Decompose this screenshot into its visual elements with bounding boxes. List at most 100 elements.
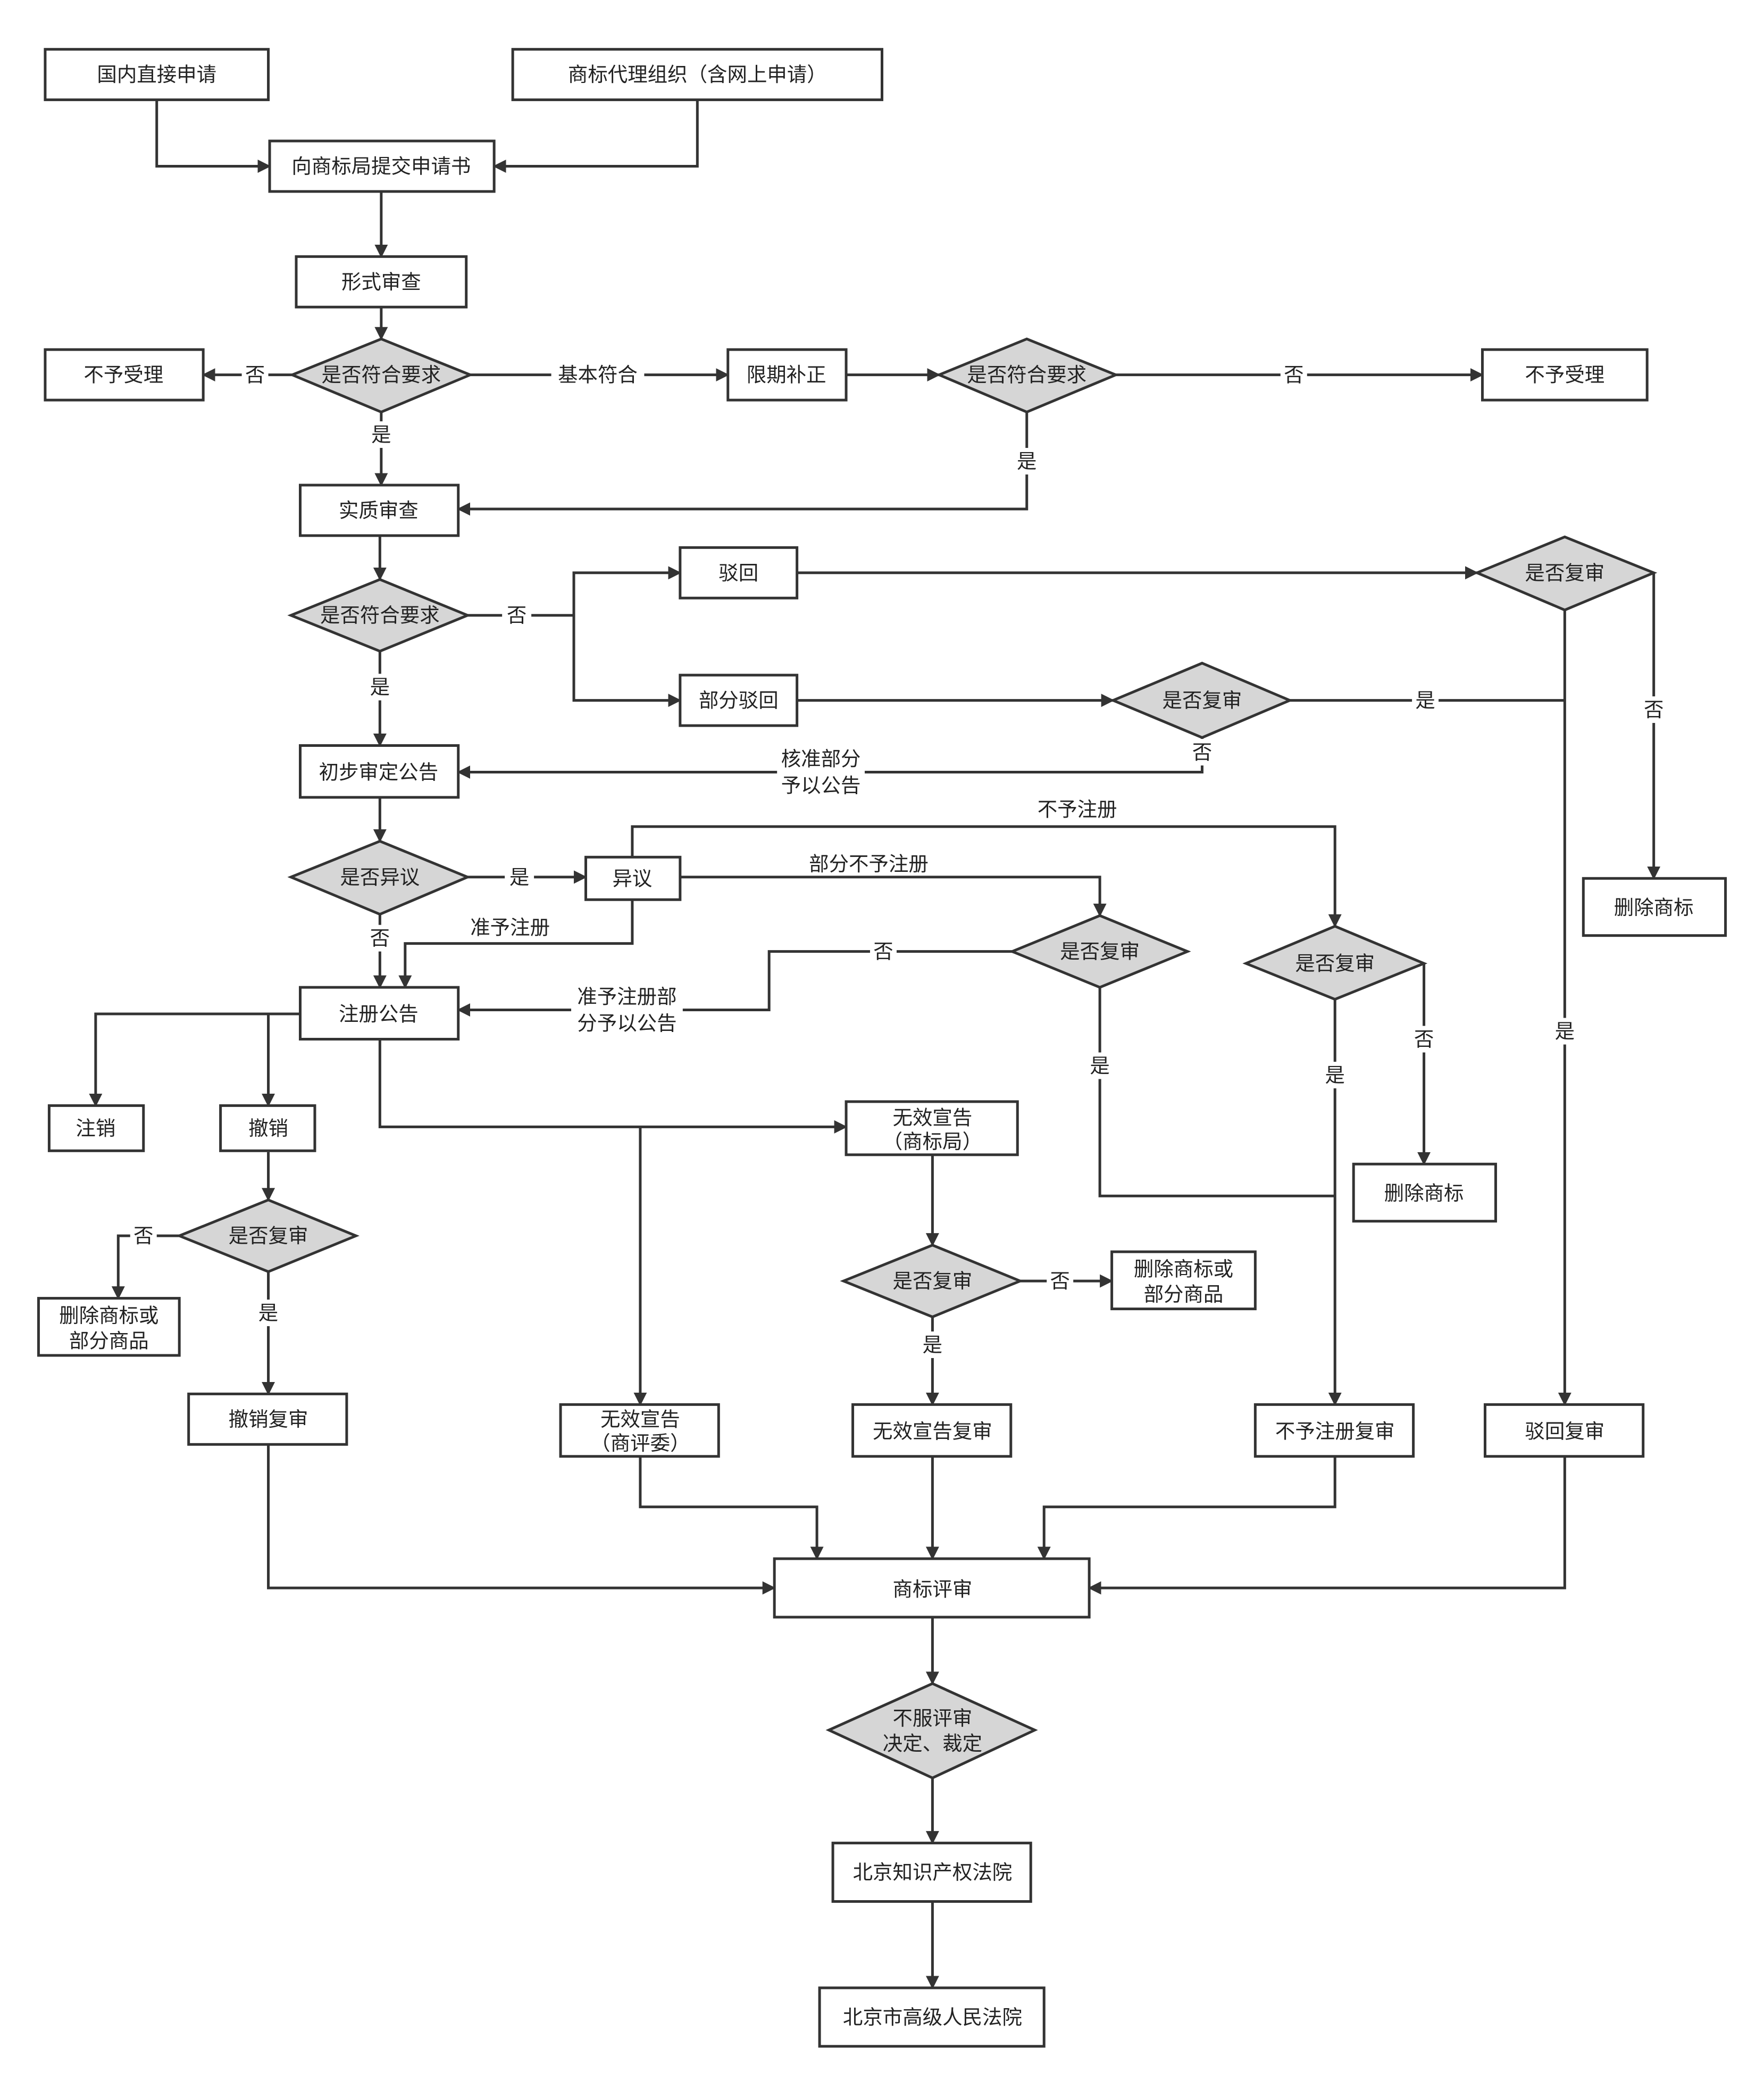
label-grant-part: 准予注册部 [577,985,676,1009]
svg-text:国内直接申请: 国内直接申请 [97,63,216,86]
node-not-accepted-1: 不予受理 [44,348,205,402]
node-invalidation-trab: 无效宣告（商评委） [559,1403,720,1458]
svg-text:是否复审: 是否复审 [893,1269,973,1293]
svg-text:删除商标: 删除商标 [1614,896,1694,919]
node-revocation: 撤销 [219,1104,316,1152]
label-yes: 是 [258,1301,278,1325]
svg-text:北京市高级人民法院: 北京市高级人民法院 [843,2005,1022,2029]
node-not-accepted-2: 不予受理 [1481,348,1649,402]
svg-text:形式审查: 形式审查 [341,270,421,294]
svg-text:商标代理组织（含网上申请）: 商标代理组织（含网上申请） [568,63,827,86]
label-no: 否 [1192,740,1212,764]
svg-text:不予受理: 不予受理 [1525,363,1604,387]
svg-text:无效宣告: 无效宣告 [600,1408,680,1431]
node-agency: 商标代理组织（含网上申请） [511,48,883,102]
svg-text:无效宣告复审: 无效宣告复审 [873,1419,992,1443]
svg-text:撤销复审: 撤销复审 [229,1408,308,1431]
svg-text:不予受理: 不予受理 [83,363,163,387]
label-yes: 是 [371,423,391,446]
decision-review-4: 是否复审 [1242,925,1428,1001]
decision-review-1: 是否复审 [1473,535,1658,612]
node-high-court: 北京市高级人民法院 [818,1986,1046,2048]
svg-text:驳回复审: 驳回复审 [1525,1419,1604,1443]
label-part-refuse: 部分不予注册 [809,852,929,876]
node-ip-court: 北京知识产权法院 [831,1842,1032,1903]
label-yes: 是 [370,676,390,699]
svg-text:（商标局）: （商标局） [883,1130,982,1153]
svg-text:无效宣告: 无效宣告 [893,1106,973,1129]
svg-text:部分驳回: 部分驳回 [699,689,779,712]
node-trademark-review: 商标评审 [773,1557,1091,1619]
svg-text:限期补正: 限期补正 [747,363,826,387]
node-rejection-review: 驳回复审 [1483,1403,1645,1458]
svg-text:驳回: 驳回 [718,561,758,585]
decision-review-5: 是否复审 [175,1198,360,1273]
svg-text:向商标局提交申请书: 向商标局提交申请书 [291,154,471,178]
svg-text:删除商标或: 删除商标或 [59,1304,158,1327]
svg-text:部分商品: 部分商品 [69,1329,149,1352]
label-yes: 是 [1555,1020,1575,1043]
label-no: 否 [1284,363,1303,387]
svg-text:是否异议: 是否异议 [340,865,420,889]
svg-text:是否复审: 是否复审 [1295,952,1375,975]
label-no: 否 [873,940,893,963]
node-objection: 异议 [584,855,682,901]
svg-text:决定、裁定: 决定、裁定 [883,1732,982,1755]
svg-text:部分商品: 部分商品 [1144,1283,1224,1306]
node-cancellation: 注销 [47,1104,145,1152]
node-registration-notice: 注册公告 [298,986,460,1040]
label-yes: 是 [1325,1063,1344,1087]
svg-text:北京知识产权法院: 北京知识产权法院 [853,1861,1013,1884]
decision-meets-req-1: 是否符合要求 [288,337,474,414]
label-refuse-reg: 不予注册 [1038,797,1117,821]
label-yes: 是 [1017,450,1036,473]
svg-text:不服评审: 不服评审 [893,1707,973,1730]
svg-text:是否复审: 是否复审 [1060,940,1140,963]
label-no: 否 [133,1224,153,1247]
label-grant-part: 分予以公告 [577,1012,676,1035]
svg-text:删除商标或: 删除商标或 [1134,1258,1233,1281]
svg-text:注册公告: 注册公告 [339,1002,419,1026]
svg-text:异议: 异议 [612,867,652,890]
svg-text:是否复审: 是否复审 [1163,689,1242,712]
svg-text:注销: 注销 [76,1117,115,1140]
decision-review-2: 是否复审 [1109,661,1293,739]
node-invalidation-tmo: 无效宣告（商标局） [845,1100,1019,1156]
svg-text:是否符合要求: 是否符合要求 [967,363,1086,387]
node-correction: 限期补正 [726,348,848,402]
decision-review-6: 是否复审 [840,1243,1024,1319]
svg-text:商标评审: 商标评审 [893,1578,973,1601]
svg-text:是否符合要求: 是否符合要求 [320,604,440,627]
label-yes: 是 [1090,1054,1109,1077]
svg-text:是否复审: 是否复审 [1525,561,1604,585]
label-approve-part: 予以公告 [781,773,861,797]
node-preliminary-notice: 初步审定公告 [298,744,460,799]
svg-text:删除商标: 删除商标 [1384,1181,1464,1205]
decision-meets-req-3: 是否符合要求 [287,578,471,653]
label-grant-reg: 准予注册 [470,916,550,939]
node-refusal-review: 不予注册复审 [1253,1403,1415,1458]
svg-text:（商评委）: （商评委） [590,1431,690,1455]
node-partial-rejection: 部分驳回 [679,673,799,727]
decision-review-3: 是否复审 [1008,914,1191,989]
node-delete-trademark-1: 删除商标 [1582,877,1727,937]
node-domestic: 国内直接申请 [44,48,270,102]
svg-text:实质审查: 实质审查 [339,498,419,522]
node-delete-trademark-2: 删除商标 [1352,1162,1497,1223]
node-substantive-review: 实质审查 [298,484,460,537]
label-basic: 基本符合 [558,363,638,387]
node-formal-review: 形式审查 [295,255,468,309]
label-approve-part: 核准部分 [781,747,861,770]
decision-objection: 是否异议 [287,839,471,916]
node-rejection: 驳回 [679,546,799,600]
node-submit: 向商标局提交申请书 [268,139,496,193]
label-no: 否 [1414,1028,1434,1051]
node-invalidation-review: 无效宣告复审 [851,1403,1013,1458]
label-no: 否 [1050,1269,1069,1293]
svg-text:撤销: 撤销 [248,1117,288,1140]
edge-labels: 否 基本符合 否 是 是 否 是 是 否 否 核准部分 予以公告 不予注册 部分… [130,361,1667,1358]
label-no: 否 [1644,698,1663,721]
